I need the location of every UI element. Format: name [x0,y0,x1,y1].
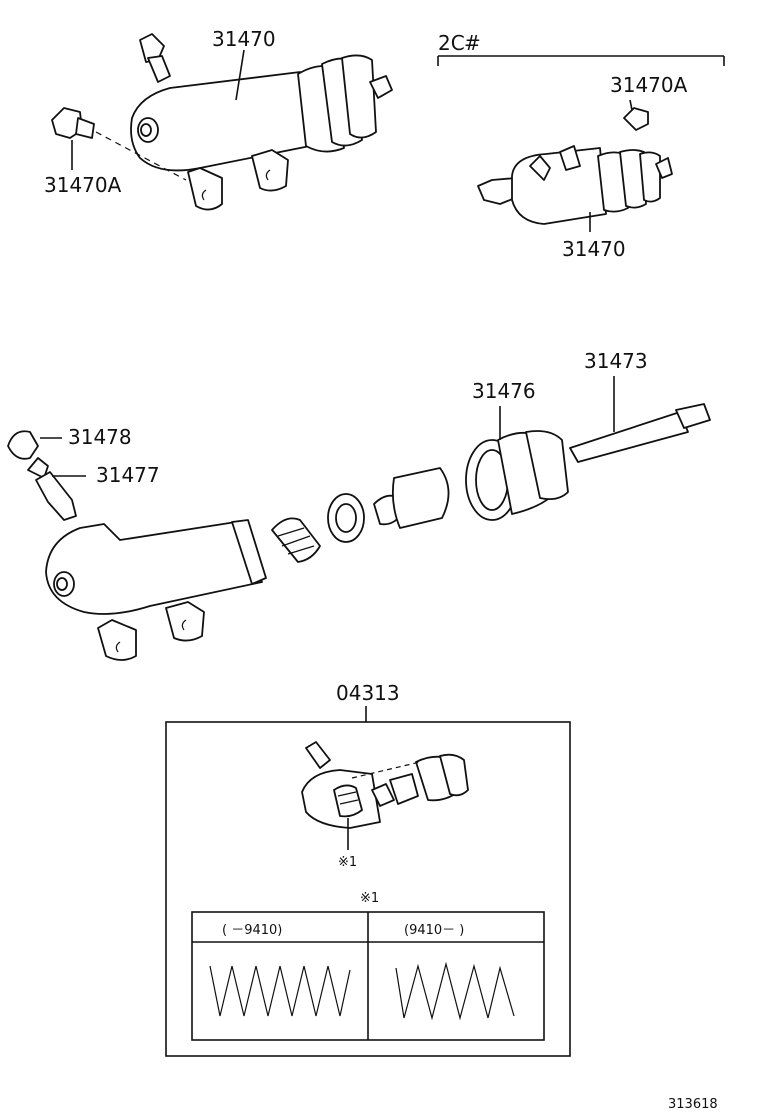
release-cylinder-assembly-left [51,33,393,211]
spring-table-col2: (9410－ ) [404,923,464,938]
label-spring-note: ※1 [338,855,357,870]
label-spring-note-header: ※1 [360,891,379,906]
label-variant-2c: 2C [438,31,465,55]
label-31477: 31477 [96,463,160,487]
label-31470-left: 31470 [212,27,276,51]
label-04313: 04313 [336,681,400,705]
label-31478: 31478 [68,425,132,449]
label-31470a-right: 31470A [610,73,688,97]
label-31476: 31476 [472,379,536,403]
label-31470-right: 31470 [562,237,626,261]
label-31473: 31473 [584,349,648,373]
release-cylinder-2c-variant [437,55,725,232]
label-31470a-left: 31470A [44,173,122,197]
footer-id: 313618 [668,1097,718,1112]
exploded-view [7,376,711,661]
spring-table-col1: ( －9410) [222,923,282,938]
kit-box [165,706,571,1057]
label-variant-mark: # [464,31,481,55]
